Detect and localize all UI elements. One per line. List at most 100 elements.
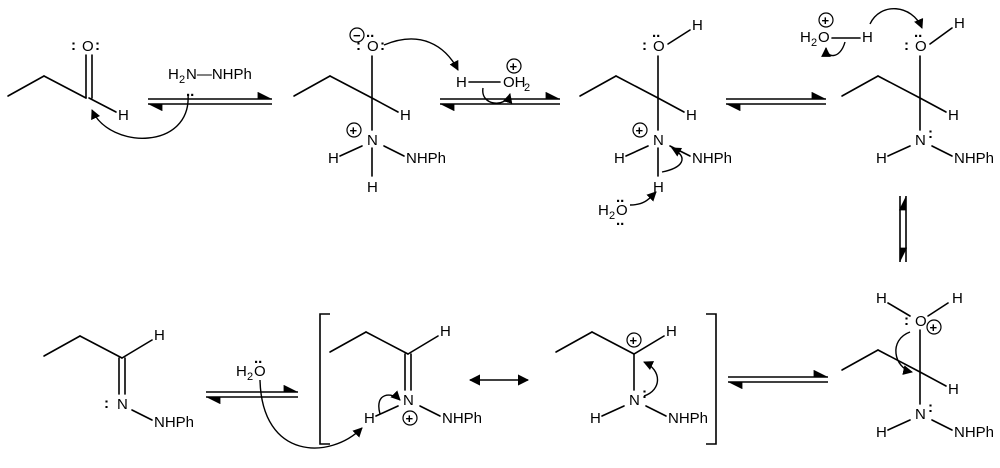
zwitterion-intermediate: O : : .. H N H NHPh H − +	[293, 24, 446, 196]
svg-text:H: H	[948, 107, 959, 124]
svg-text:H: H	[800, 29, 811, 46]
svg-text:H: H	[367, 179, 378, 196]
svg-text:H: H	[948, 381, 959, 398]
svg-text:H: H	[614, 150, 625, 167]
curly-arrow-lone-pair-push	[643, 361, 659, 397]
svg-text:+: +	[636, 123, 644, 138]
svg-text:N—NHPh: N—NHPh	[186, 66, 252, 83]
svg-text:NHPh: NHPh	[692, 150, 732, 167]
svg-text:H: H	[876, 424, 887, 441]
svg-text::: :	[928, 399, 933, 416]
carbinolamine: O : .. H H N : H NHPh	[841, 15, 994, 167]
svg-text:..: ..	[616, 212, 624, 229]
svg-text:OH: OH	[503, 74, 526, 91]
svg-text:H: H	[666, 323, 677, 340]
svg-text:..: ..	[616, 189, 624, 206]
svg-text:NHPh: NHPh	[668, 410, 708, 427]
water-base: H 2 O .. ..	[598, 189, 628, 229]
svg-text:H: H	[862, 29, 873, 46]
svg-text:N: N	[117, 396, 128, 413]
svg-text:H: H	[440, 323, 451, 340]
curly-arrow-o-protonation	[869, 8, 924, 29]
svg-text:H: H	[686, 107, 697, 124]
positive-charge: +	[346, 122, 362, 138]
hydronium: H OH 2 +	[456, 58, 530, 94]
svg-text:H: H	[456, 74, 467, 91]
curly-arrow-addition	[91, 93, 189, 139]
equilibrium-arrow-5	[206, 384, 298, 405]
svg-text:O: O	[915, 313, 927, 330]
svg-text::: :	[642, 37, 647, 54]
curly-arrow-deprotonation-2	[378, 390, 401, 415]
svg-text:+: +	[350, 123, 358, 138]
svg-text::: :	[71, 37, 76, 54]
carbocation-form: H + N : H NHPh	[555, 323, 708, 427]
water-base-2: H 2 O ..	[236, 350, 266, 383]
svg-text:−: −	[353, 28, 361, 43]
svg-text:N: N	[653, 132, 664, 149]
hydronium-2: H 2 O H +	[800, 12, 873, 49]
negative-charge: −	[349, 27, 365, 43]
svg-text::: :	[642, 385, 647, 402]
svg-text:2: 2	[609, 210, 615, 222]
oxygen-label: O	[82, 38, 94, 55]
equilibrium-arrow-1	[148, 91, 272, 112]
svg-text:2: 2	[811, 37, 817, 49]
svg-text:N: N	[403, 392, 414, 409]
svg-text:O: O	[915, 38, 927, 55]
resonance-bracket	[319, 313, 717, 445]
phenylhydrazine-reagent: H 2 N—NHPh ..	[168, 66, 252, 100]
svg-text:N: N	[367, 132, 378, 149]
curly-arrow-bond-break	[482, 87, 513, 104]
svg-text:O: O	[818, 29, 830, 46]
svg-text::: :	[380, 37, 385, 54]
svg-text:O: O	[653, 38, 665, 55]
svg-text:O: O	[254, 363, 266, 380]
svg-text:+: +	[630, 333, 638, 348]
curly-arrow-release	[821, 41, 846, 57]
equilibrium-arrow-4	[728, 369, 828, 390]
svg-text:O: O	[367, 38, 379, 55]
curly-arrow-deprotonation	[383, 38, 459, 71]
svg-text:..: ..	[652, 24, 660, 41]
svg-text:NHPh: NHPh	[154, 414, 194, 431]
svg-text::: :	[104, 395, 109, 412]
equilibrium-arrow-3	[726, 91, 826, 112]
svg-text:..: ..	[186, 83, 194, 100]
svg-text:..: ..	[366, 24, 374, 41]
svg-text:H: H	[364, 410, 375, 427]
svg-text:H: H	[590, 410, 601, 427]
svg-text:NHPh: NHPh	[442, 410, 482, 427]
equilibrium-arrow-2	[440, 91, 560, 112]
svg-text:+: +	[930, 320, 938, 335]
svg-text:O: O	[616, 202, 628, 219]
svg-text:H: H	[400, 107, 411, 124]
svg-text:..: ..	[914, 24, 922, 41]
svg-text:NHPh: NHPh	[954, 424, 994, 441]
svg-text::: :	[356, 37, 361, 54]
svg-text:N: N	[915, 132, 926, 149]
svg-text:..: ..	[254, 350, 262, 367]
svg-text:H: H	[954, 15, 965, 32]
svg-text:H: H	[154, 327, 165, 344]
svg-text:H: H	[876, 150, 887, 167]
svg-text:H: H	[653, 179, 664, 196]
propanal: O : : H	[7, 37, 129, 124]
svg-text::: :	[904, 37, 909, 54]
svg-text:NHPh: NHPh	[954, 150, 994, 167]
svg-text:H: H	[952, 290, 963, 307]
svg-text:H: H	[236, 363, 247, 380]
svg-text:2: 2	[179, 74, 185, 86]
svg-text:NHPh: NHPh	[406, 150, 446, 167]
svg-text:H: H	[328, 150, 339, 167]
svg-text:2: 2	[247, 371, 253, 383]
curly-arrow-water-leave	[895, 331, 913, 375]
svg-text:2: 2	[524, 82, 530, 94]
curly-arrow-nh-bond	[661, 147, 683, 173]
curly-arrow-water-deprotonation	[259, 379, 363, 449]
svg-text:N: N	[629, 392, 640, 409]
svg-text::: :	[95, 37, 100, 54]
hydrogen-label: H	[118, 107, 129, 124]
svg-text::: :	[928, 125, 933, 142]
